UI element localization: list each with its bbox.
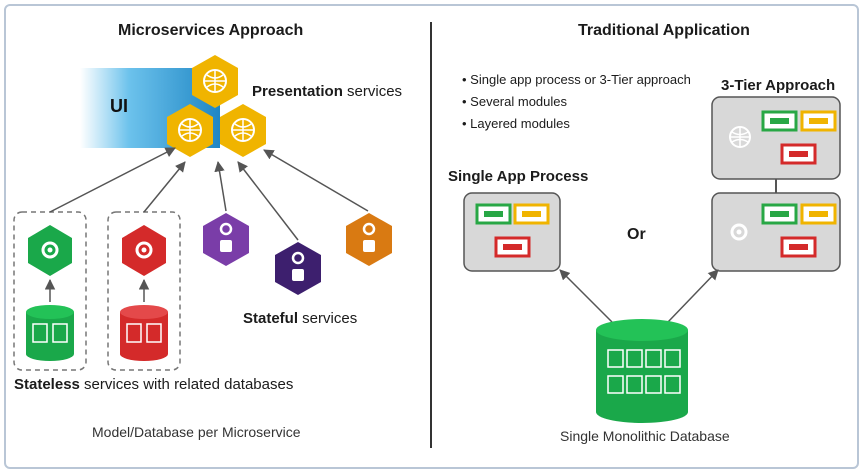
stateful-label-bold: Stateful bbox=[243, 310, 299, 327]
presentation-label: Presentation services bbox=[252, 83, 402, 100]
three-tier-presentation-box bbox=[711, 96, 841, 180]
service-arrows bbox=[49, 147, 369, 241]
gear-icon bbox=[219, 222, 233, 236]
monolithic-database bbox=[596, 319, 688, 423]
right-title: Traditional Application bbox=[578, 22, 750, 39]
bullet-item: • Single app process or 3-Tier approach bbox=[462, 72, 691, 87]
stateful-service-orange bbox=[346, 213, 392, 266]
single-app-process-box bbox=[463, 192, 561, 272]
presentation-label-rest: services bbox=[342, 83, 403, 100]
db-arrows bbox=[559, 269, 719, 323]
presentation-label-bold: Presentation bbox=[252, 83, 343, 100]
stateless-label: Stateless services with related database… bbox=[14, 376, 293, 393]
gear-icon bbox=[362, 222, 376, 236]
stateless-label-rest: services with related databases bbox=[79, 376, 294, 393]
presentation-hex-right bbox=[220, 104, 266, 157]
stateless-db-red bbox=[120, 305, 168, 361]
right-caption: Single Monolithic Database bbox=[560, 428, 730, 444]
gear-icon bbox=[41, 241, 59, 259]
presentation-hex-left bbox=[167, 104, 213, 157]
database-icon bbox=[363, 240, 375, 252]
three-tier-title: 3-Tier Approach bbox=[721, 77, 836, 94]
stateful-label: Stateful services bbox=[243, 310, 357, 327]
stateless-db-green bbox=[26, 305, 74, 361]
stateless-service-green bbox=[28, 225, 72, 276]
stateless-service-red bbox=[122, 225, 166, 276]
gear-icon bbox=[135, 241, 153, 259]
stateful-label-rest: services bbox=[298, 310, 358, 327]
bullet-text: Single app process or 3-Tier approach bbox=[470, 72, 691, 87]
three-tier-logic-box bbox=[711, 192, 841, 272]
bullet-item: • Layered modules bbox=[462, 116, 570, 131]
left-caption: Model/Database per Microservice bbox=[92, 424, 301, 440]
stateless-label-bold: Stateless bbox=[14, 376, 80, 393]
database-icon bbox=[220, 240, 232, 252]
ui-label: UI bbox=[110, 96, 128, 116]
stateful-service-purple bbox=[203, 213, 249, 266]
bullet-text: Layered modules bbox=[470, 116, 570, 131]
single-app-title: Single App Process bbox=[448, 168, 589, 185]
gear-icon bbox=[291, 251, 305, 265]
presentation-hex-top bbox=[192, 55, 238, 108]
stateful-service-indigo bbox=[275, 242, 321, 295]
bullet-item: • Several modules bbox=[462, 94, 567, 109]
left-title: Microservices Approach bbox=[118, 22, 304, 39]
gear-icon bbox=[730, 223, 748, 241]
or-label: Or bbox=[627, 226, 646, 243]
bullet-text: Several modules bbox=[470, 94, 567, 109]
database-icon bbox=[292, 269, 304, 281]
